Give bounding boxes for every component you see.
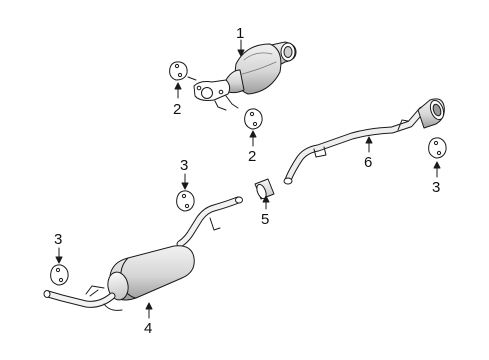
- callout-6: 6: [364, 154, 372, 171]
- leader-lines: [55, 39, 441, 319]
- callout-1: 1: [236, 25, 244, 42]
- callout-3-right: 3: [432, 179, 440, 196]
- callout-5: 5: [261, 211, 269, 228]
- callout-2-upper: 2: [173, 101, 181, 118]
- catalytic-converter: [187, 41, 297, 111]
- tail-pipe: [283, 98, 445, 185]
- gasket-upper: [169, 61, 188, 81]
- gasket-left: [50, 264, 69, 286]
- callout-3-middle: 3: [180, 157, 188, 174]
- gasket-right: [428, 137, 447, 159]
- pipe-clamp: [254, 178, 275, 200]
- callout-4: 4: [144, 320, 152, 337]
- gasket-middle: [176, 190, 195, 212]
- muffler-assembly: [43, 196, 243, 311]
- callout-labels: 1 2 2 3 3 3 4 5 6: [54, 25, 440, 337]
- callout-2-lower: 2: [248, 148, 256, 165]
- callout-3-left: 3: [54, 231, 62, 248]
- gasket-lower: [244, 108, 263, 130]
